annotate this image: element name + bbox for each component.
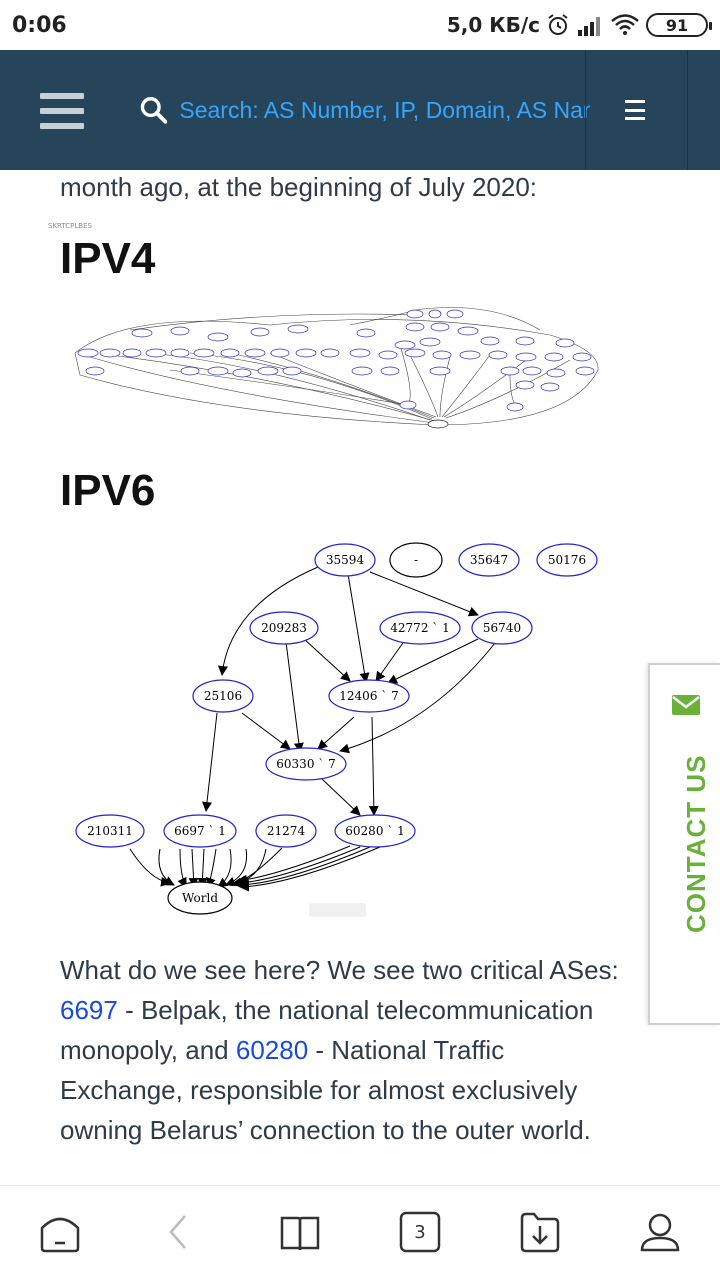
ipv6-label-42772: 42772 ` 1 — [390, 621, 449, 635]
paragraph-text: What do we see here? We see two critical… — [60, 955, 619, 985]
ipv6-label-21274: 21274 — [267, 824, 306, 838]
ipv6-node-60330 — [265, 747, 347, 781]
contact-us-label: CONTACT US — [680, 754, 711, 933]
ipv4-graph-image — [74, 307, 599, 429]
status-time: 0:06 — [12, 12, 67, 38]
bottom-navigation: 3 — [0, 1185, 720, 1280]
ipv6-label-25106: 25106 — [204, 689, 242, 703]
hamburger-line — [40, 123, 84, 129]
header-divider — [585, 50, 586, 170]
ipv6-label-6697: 6697 ` 1 — [174, 824, 226, 838]
wifi-icon — [611, 14, 639, 35]
search-bar[interactable] — [140, 90, 590, 130]
paragraph-text: - National Traffic Exchange, responsible… — [60, 1035, 591, 1145]
ipv6-node-42772 — [379, 611, 461, 645]
battery-indicator: 91 — [646, 13, 712, 37]
profile-button[interactable] — [638, 1210, 682, 1254]
menu-line — [625, 117, 645, 120]
ipv6-node-50176 — [536, 543, 598, 577]
hamburger-line — [40, 93, 84, 99]
ipv6-node-12406 — [328, 679, 410, 713]
status-icons: 5,0 КБ/с 91 — [446, 13, 712, 37]
search-icon — [140, 97, 168, 124]
ipv6-node-210311 — [75, 814, 145, 848]
ipv6-node-35647 — [458, 543, 520, 577]
ipv6-node-25106 — [192, 679, 254, 713]
chevron-left-icon — [169, 1215, 186, 1249]
tabs-button[interactable]: 3 — [398, 1210, 442, 1254]
article-content: month ago, at the beginning of July 2020… — [0, 170, 720, 1185]
as-6697-link[interactable]: 6697 — [60, 995, 118, 1025]
ipv6-label-50176: 50176 — [548, 553, 586, 567]
home-icon — [40, 1217, 80, 1253]
home-button[interactable] — [38, 1210, 82, 1254]
image-caption: SKRTCPLBES — [48, 222, 92, 230]
ipv6-label-209283: 209283 — [261, 621, 307, 635]
battery-level: 91 — [665, 15, 689, 35]
ipv6-label-dash: - — [414, 553, 418, 567]
ipv6-node-21274 — [255, 814, 317, 848]
menu-line — [625, 108, 645, 112]
as-60280-link[interactable]: 60280 — [235, 1035, 309, 1065]
ipv6-node-35594 — [314, 543, 376, 577]
ipv6-label-60280: 60280 ` 1 — [345, 824, 404, 838]
ipv6-node-6697 — [163, 814, 237, 848]
download-icon — [520, 1212, 560, 1253]
ipv6-heading: IPV6 — [60, 466, 156, 515]
signal-icon — [578, 17, 600, 36]
ipv6-node-dash — [389, 542, 443, 578]
status-bar: 0:06 5,0 КБ/с 91 — [0, 0, 720, 50]
downloads-button[interactable] — [518, 1210, 562, 1254]
paragraph-text: - Belpak, the national telecommunication… — [60, 995, 594, 1065]
ipv6-label-56740: 56740 — [483, 621, 521, 635]
ipv6-node-world — [167, 881, 233, 915]
ipv6-label-210311: 210311 — [87, 824, 133, 838]
ipv6-label-12406: 12406 ` 7 — [339, 689, 398, 703]
ipv6-graph-image: 35594 - 35647 50176 209283 42772 ` 1 567… — [75, 542, 598, 915]
ipv6-node-209283 — [249, 611, 319, 645]
ipv6-label-world: World — [182, 891, 218, 905]
network-speed: 5,0 КБ/с — [446, 13, 540, 37]
search-input[interactable] — [179, 96, 590, 124]
ipv6-label-35647: 35647 — [470, 553, 508, 567]
menu-button[interactable] — [612, 97, 658, 123]
envelope-icon — [672, 695, 700, 715]
contact-us-tab[interactable]: CONTACT US — [648, 663, 720, 1025]
bookmarks-button[interactable] — [278, 1210, 322, 1254]
ipv6-label-35594: 35594 — [326, 553, 365, 567]
menu-line — [625, 100, 645, 103]
ipv6-node-56740 — [471, 611, 533, 645]
alarm-icon — [548, 14, 568, 35]
header-divider — [687, 50, 688, 170]
back-button[interactable] — [157, 1210, 201, 1254]
tabs-icon — [399, 1211, 441, 1253]
article-paragraph: What do we see here? We see two critical… — [60, 950, 620, 1150]
app-header — [0, 50, 720, 170]
book-icon — [280, 1216, 320, 1251]
ipv6-label-60330: 60330 ` 7 — [276, 757, 335, 771]
tab-count: 3 — [414, 1221, 426, 1243]
intro-line: month ago, at the beginning of July 2020… — [60, 172, 538, 202]
ipv4-heading: IPV4 — [60, 234, 156, 283]
ipv6-node-60280 — [334, 814, 416, 848]
user-icon — [640, 1213, 680, 1252]
hamburger-line — [40, 108, 84, 114]
hamburger-menu-button[interactable] — [40, 93, 84, 129]
scroll-handle[interactable] — [309, 903, 366, 917]
